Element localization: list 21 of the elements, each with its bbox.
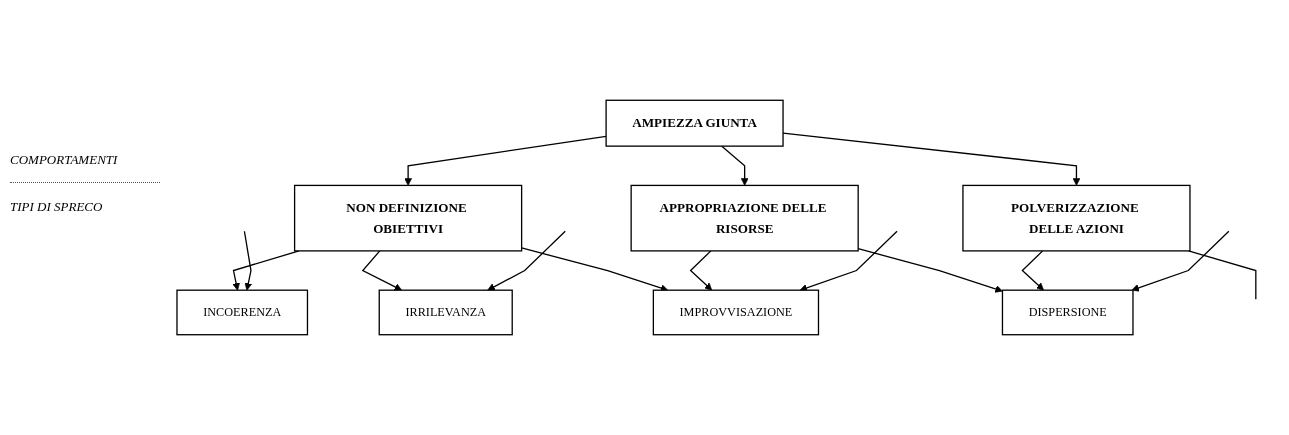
node-box: IRRILEVANZA	[378, 289, 513, 336]
arrow	[520, 247, 669, 292]
arrow	[1021, 250, 1044, 291]
arrow	[243, 230, 253, 291]
node-box: INCOERENZA	[176, 289, 309, 336]
node-box: NON DEFINIZIONE OBIETTIVI	[293, 184, 523, 252]
node-box: AMPIEZZA GIUNTA	[605, 99, 784, 147]
arrow	[720, 145, 749, 186]
section-label: TIPI DI SPRECO	[10, 199, 103, 215]
section-label: COMPORTAMENTI	[10, 152, 118, 168]
arrow	[487, 230, 566, 291]
node-box: APPROPRIAZIONE DELLE RISORSE	[630, 184, 859, 252]
arrow	[361, 250, 402, 291]
arrow	[689, 250, 713, 291]
node-box: IMPROVVISAZIONE	[652, 289, 820, 336]
arrow	[1131, 230, 1230, 292]
arrow	[857, 248, 1003, 293]
node-box: POLVERIZZAZIONE DELLE AZIONI	[962, 184, 1191, 252]
node-box: DISPERSIONE	[1001, 289, 1134, 336]
arrow	[404, 135, 607, 186]
arrow	[799, 230, 898, 292]
